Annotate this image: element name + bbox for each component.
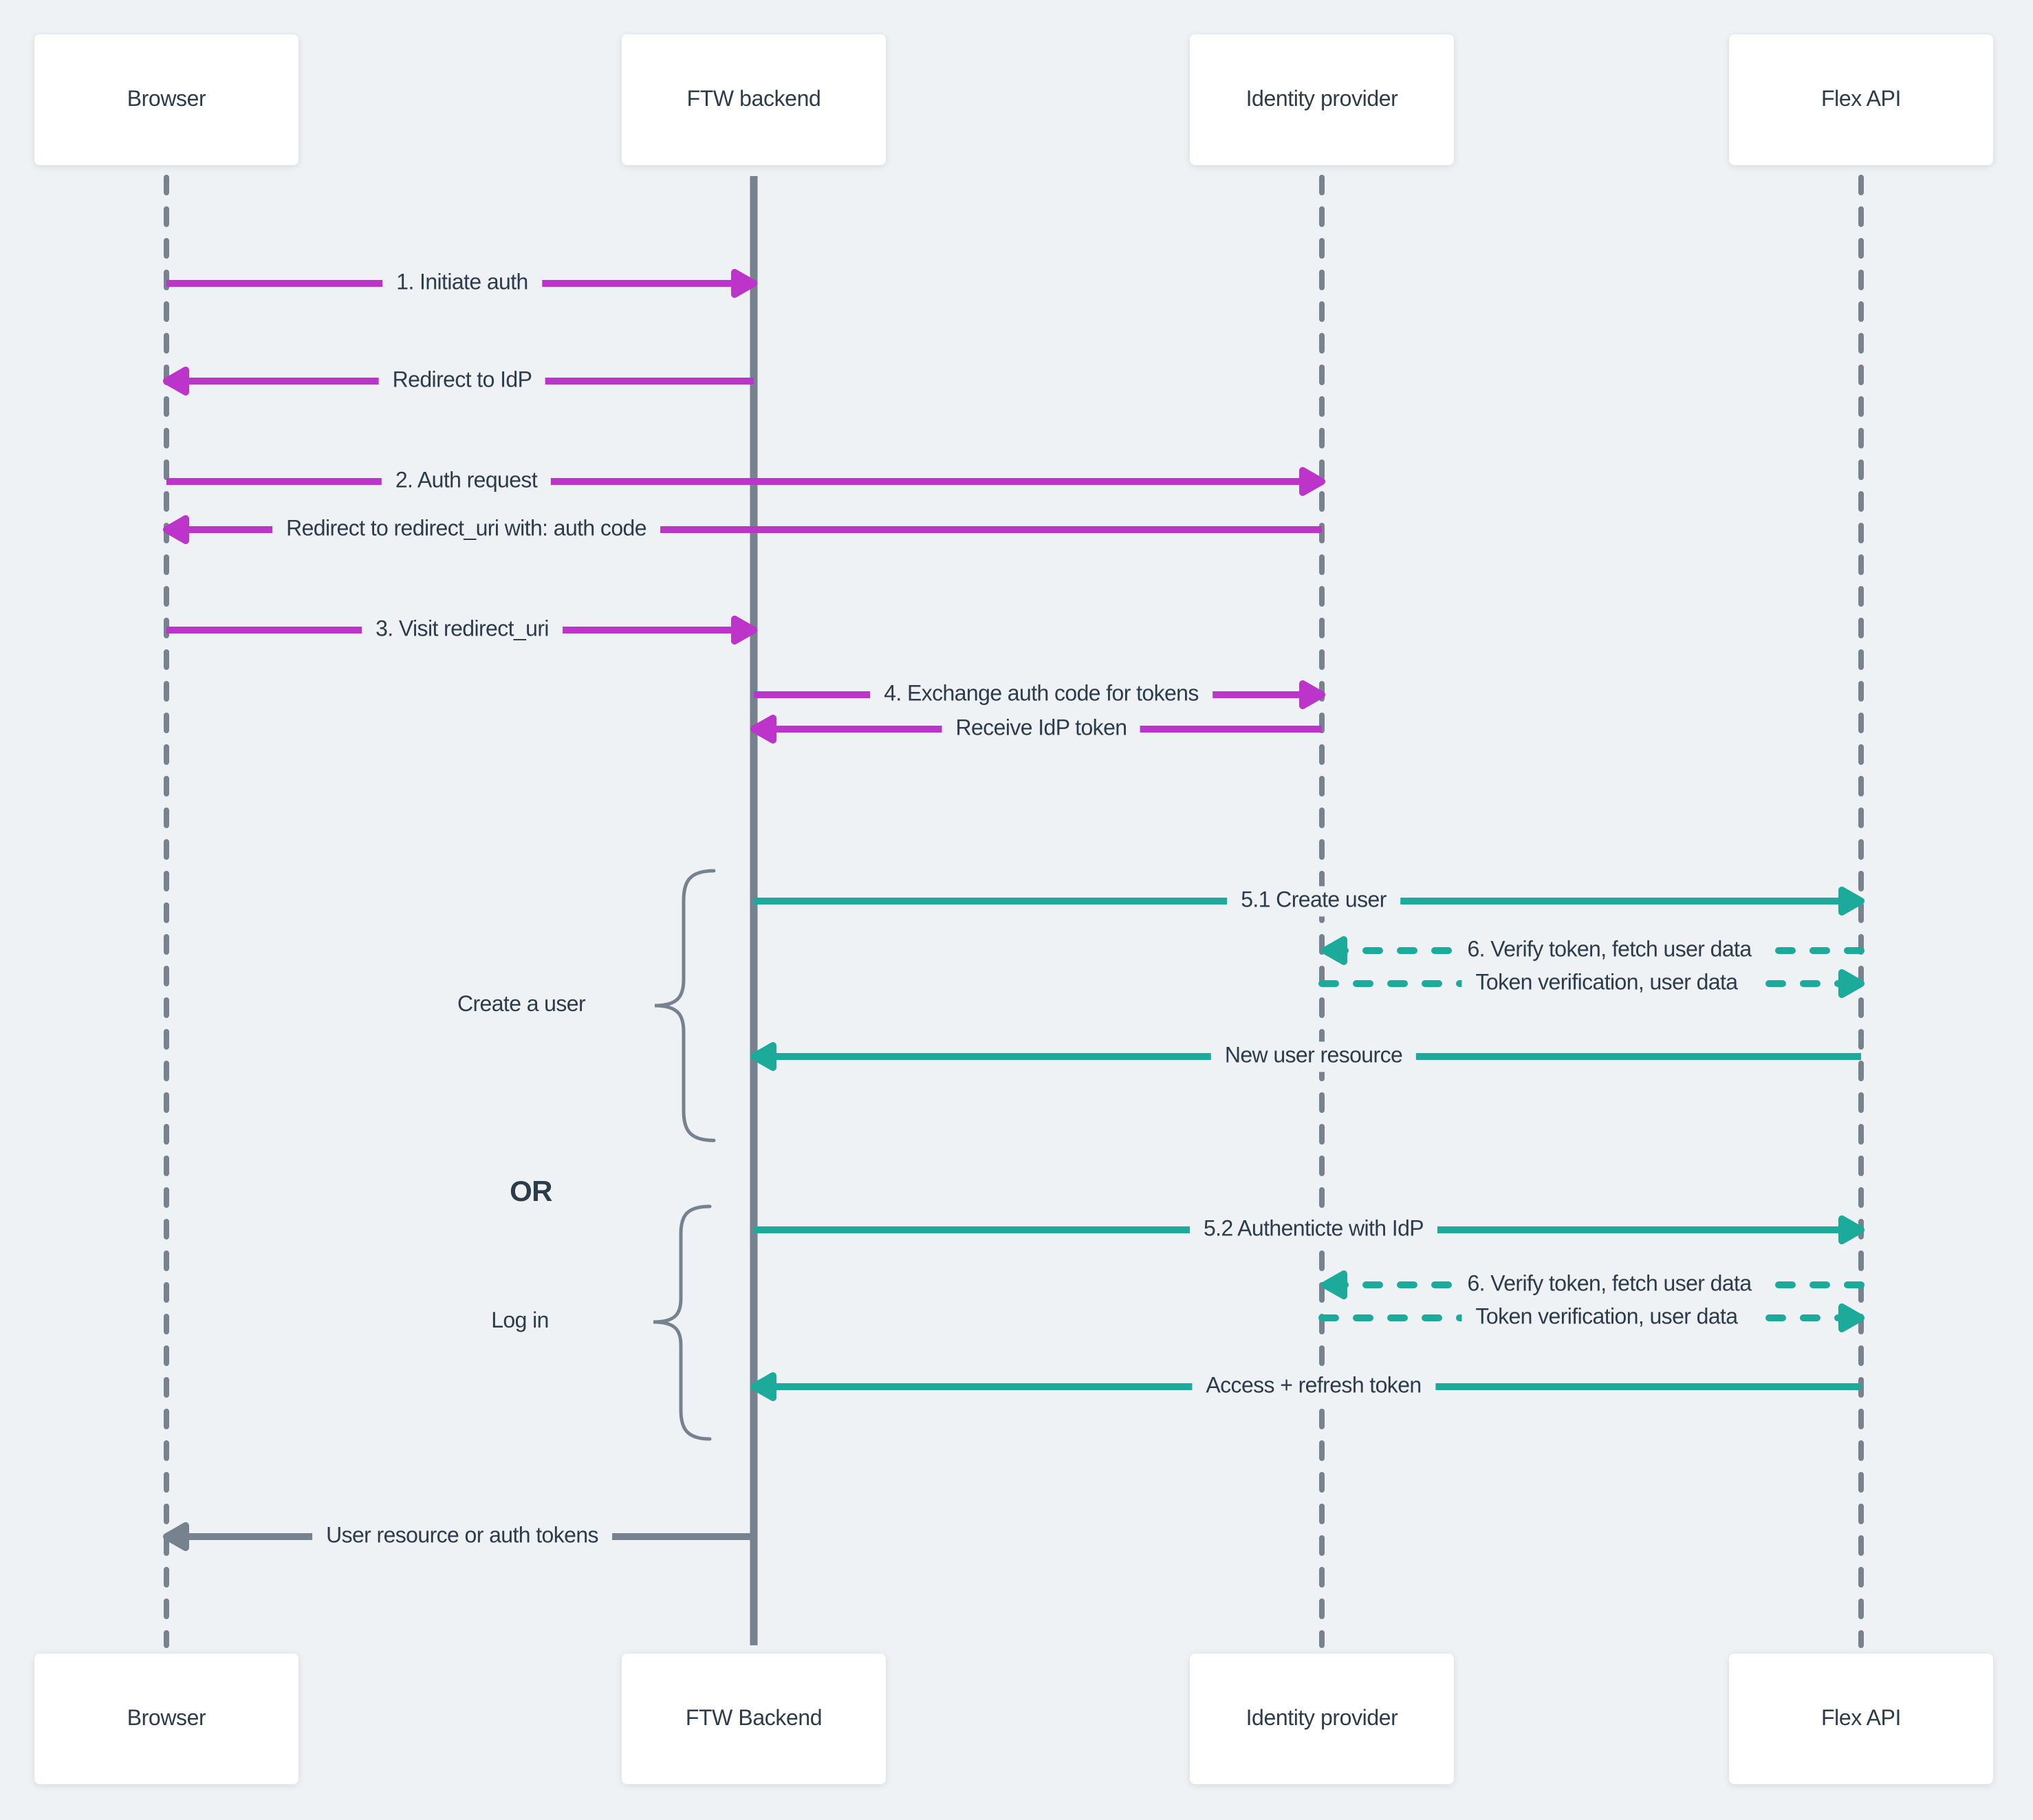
message-label: Token verification, user data	[1461, 1303, 1752, 1333]
actor-box-flex-api-top: Flex API	[1729, 34, 1993, 165]
group-label-login: Log in	[491, 1310, 549, 1333]
actor-box-browser-bottom: Browser	[34, 1654, 298, 1784]
actor-title: Flex API	[1821, 1707, 1901, 1730]
actor-box-ftw-backend-bottom: FTW Backend	[622, 1654, 886, 1784]
message-label: Token verification, user data	[1461, 968, 1752, 999]
message-label: 1. Initiate auth	[382, 268, 542, 299]
actor-title: Browser	[127, 87, 206, 111]
group-brace-create-user	[654, 869, 716, 1142]
message-arrow-verify-token-2	[1321, 1270, 1865, 1299]
message-label: 6. Verify token, fetch user data	[1453, 935, 1765, 966]
message-label: 4. Exchange auth code for tokens	[870, 680, 1213, 710]
actor-title: Flex API	[1821, 87, 1901, 111]
actor-box-flex-api-bottom: Flex API	[1729, 1654, 1993, 1784]
group-label-create-user: Create a user	[457, 993, 586, 1017]
actor-title: Browser	[127, 1707, 206, 1730]
message-label: Redirect to redirect_uri with: auth code	[272, 514, 660, 545]
message-label: 5.1 Create user	[1227, 886, 1400, 916]
message-arrow-verify-token-1	[1321, 936, 1865, 965]
actor-box-identity-provider-bottom: Identity provider	[1190, 1654, 1454, 1784]
actor-title: Identity provider	[1246, 87, 1398, 111]
message-label: Receive IdP token	[942, 714, 1141, 744]
message-arrow-token-verification-2	[1318, 1303, 1865, 1332]
or-label: OR	[510, 1176, 552, 1208]
message-label: New user resource	[1210, 1041, 1417, 1072]
group-brace-login	[653, 1204, 712, 1441]
actor-title: FTW Backend	[685, 1707, 823, 1730]
actor-box-identity-provider-top: Identity provider	[1190, 34, 1454, 165]
message-label: 2. Auth request	[381, 466, 552, 497]
message-label: User resource or auth tokens	[312, 1521, 612, 1552]
message-label: Access + refresh token	[1192, 1372, 1435, 1402]
actor-box-ftw-backend-top: FTW backend	[622, 34, 886, 165]
actor-box-browser-top: Browser	[34, 34, 298, 165]
message-arrow-token-verification-1	[1318, 969, 1865, 998]
message-label: 3. Visit redirect_uri	[362, 615, 563, 645]
message-arrow-auth-request	[166, 467, 1325, 496]
message-label: 5.2 Authenticte with IdP	[1189, 1215, 1438, 1245]
actor-title: Identity provider	[1246, 1707, 1398, 1730]
actor-title: FTW backend	[686, 87, 821, 111]
message-label: Redirect to IdP	[378, 366, 546, 396]
message-label: 6. Verify token, fetch user data	[1453, 1270, 1765, 1300]
